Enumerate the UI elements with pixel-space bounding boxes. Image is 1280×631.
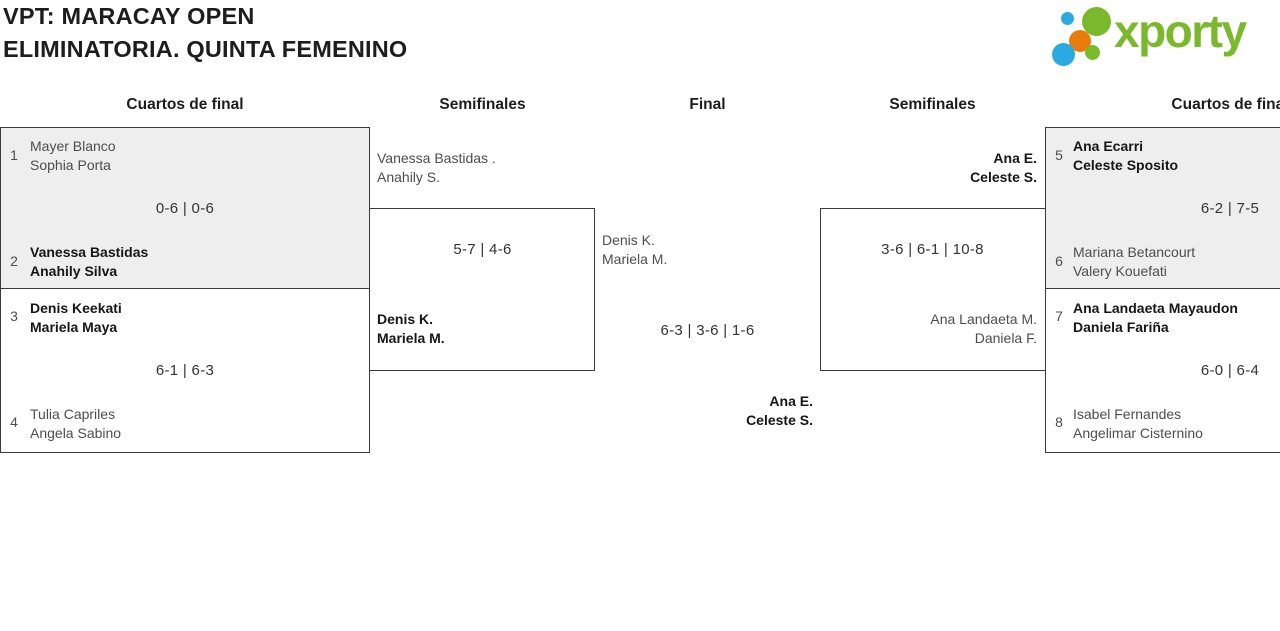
match-score: 6-0 | 6-4: [1200, 362, 1260, 379]
team-pair: Denis K. Mariela M.: [602, 231, 667, 269]
team-pair: Tulia Capriles Angela Sabino: [30, 405, 121, 443]
seed-number: 4: [10, 414, 18, 430]
seed-number: 2: [10, 253, 18, 269]
logo-dot-icon: [1069, 29, 1091, 52]
team-pair: Isabel Fernandes Angelimar Cisternino: [1073, 405, 1203, 443]
team-pair: Vanessa Bastidas Anahily Silva: [30, 243, 148, 281]
round-header-final: Final: [689, 96, 726, 113]
match-score: 6-3 | 3-6 | 1-6: [660, 322, 755, 339]
player-name: Anahily S.: [377, 169, 441, 185]
match-box-sf1[interactable]: [370, 208, 595, 371]
seed-number: 6: [1055, 253, 1063, 269]
player-name: Mayer Blanco: [30, 138, 116, 154]
player-name: Angela Sabino: [30, 425, 122, 441]
player-name: Mariela M.: [377, 330, 445, 346]
draw-name: ELIMINATORIA. QUINTA FEMENINO: [3, 36, 408, 62]
team-pair: Mariana Betancourt Valery Kouefati: [1073, 243, 1195, 281]
round-header-quarterfinals-right: Cuartos de final: [1171, 96, 1280, 113]
player-name: Tulia Capriles: [30, 406, 116, 422]
page-title: VPT: MARACAY OPEN ELIMINATORIA. QUINTA F…: [3, 0, 407, 66]
tournament-name: VPT: MARACAY OPEN: [3, 3, 255, 29]
round-header-quarterfinals-left: Cuartos de final: [126, 96, 244, 113]
player-name: Denis K.: [602, 232, 655, 248]
player-name: Mariela M.: [602, 251, 668, 267]
seed-number: 1: [10, 147, 18, 163]
seed-number: 3: [10, 308, 18, 324]
team-pair-champion: Ana E. Celeste S.: [595, 392, 813, 430]
match-box-qf4[interactable]: [1045, 289, 1280, 453]
logo-dot-icon: [1052, 42, 1075, 66]
player-name: Denis Keekati: [30, 300, 122, 316]
player-name: Daniela Fariña: [1073, 319, 1169, 335]
seed-number: 7: [1055, 308, 1063, 324]
match-score: 5-7 | 4-6: [453, 241, 512, 258]
player-name: Valery Kouefati: [1073, 263, 1167, 279]
player-name: Vanessa Bastidas: [30, 244, 149, 260]
round-header-semifinals-right: Semifinales: [889, 96, 976, 113]
player-name: Angelimar Cisternino: [1073, 425, 1203, 441]
player-name: Anahily Silva: [30, 263, 118, 279]
player-name: Vanessa Bastidas .: [377, 150, 496, 166]
team-pair: Denis Keekati Mariela Maya: [30, 299, 122, 337]
team-pair: Ana Ecarri Celeste Sposito: [1073, 137, 1178, 175]
match-score: 3-6 | 6-1 | 10-8: [881, 241, 984, 258]
match-box-qf1[interactable]: [0, 127, 370, 289]
match-box-sf2[interactable]: [820, 208, 1045, 371]
player-name: Denis K.: [377, 311, 434, 327]
match-score: 6-2 | 7-5: [1200, 200, 1260, 217]
player-name: Celeste S.: [746, 412, 813, 428]
match-box-qf3[interactable]: [1045, 127, 1280, 289]
player-name: Mariana Betancourt: [1073, 244, 1196, 260]
player-name: Celeste S.: [970, 169, 1037, 185]
player-name: Daniela F.: [974, 330, 1037, 346]
logo-dot-icon: [1082, 6, 1111, 36]
player-name: Sophia Porta: [30, 157, 111, 173]
logo-dot-icon: [1085, 44, 1100, 60]
seed-number: 5: [1055, 147, 1063, 163]
player-name: Mariela Maya: [30, 319, 118, 335]
team-pair: Mayer Blanco Sophia Porta: [30, 137, 116, 175]
team-pair: Denis K. Mariela M.: [377, 310, 445, 348]
team-pair: Vanessa Bastidas . Anahily S.: [377, 149, 496, 187]
round-header-semifinals-left: Semifinales: [439, 96, 526, 113]
player-name: Isabel Fernandes: [1073, 406, 1182, 422]
team-pair: Ana E. Celeste S.: [820, 149, 1037, 187]
match-score: 0-6 | 0-6: [155, 200, 215, 217]
player-name: Ana Ecarri: [1073, 138, 1144, 154]
player-name: Ana E.: [769, 393, 813, 409]
player-name: Ana Landaeta M.: [930, 311, 1037, 327]
logo-wordmark: xporty: [1114, 5, 1247, 57]
player-name: Ana E.: [993, 150, 1037, 166]
player-name: Ana Landaeta Mayaudon: [1073, 300, 1238, 316]
team-pair: Ana Landaeta Mayaudon Daniela Fariña: [1073, 299, 1238, 337]
player-name: Celeste Sposito: [1073, 157, 1179, 173]
match-score: 6-1 | 6-3: [155, 362, 215, 379]
match-box-qf2[interactable]: [0, 289, 370, 453]
seed-number: 8: [1055, 414, 1063, 430]
logo-dot-icon: [1061, 12, 1074, 25]
team-pair: Ana Landaeta M. Daniela F.: [820, 310, 1037, 348]
